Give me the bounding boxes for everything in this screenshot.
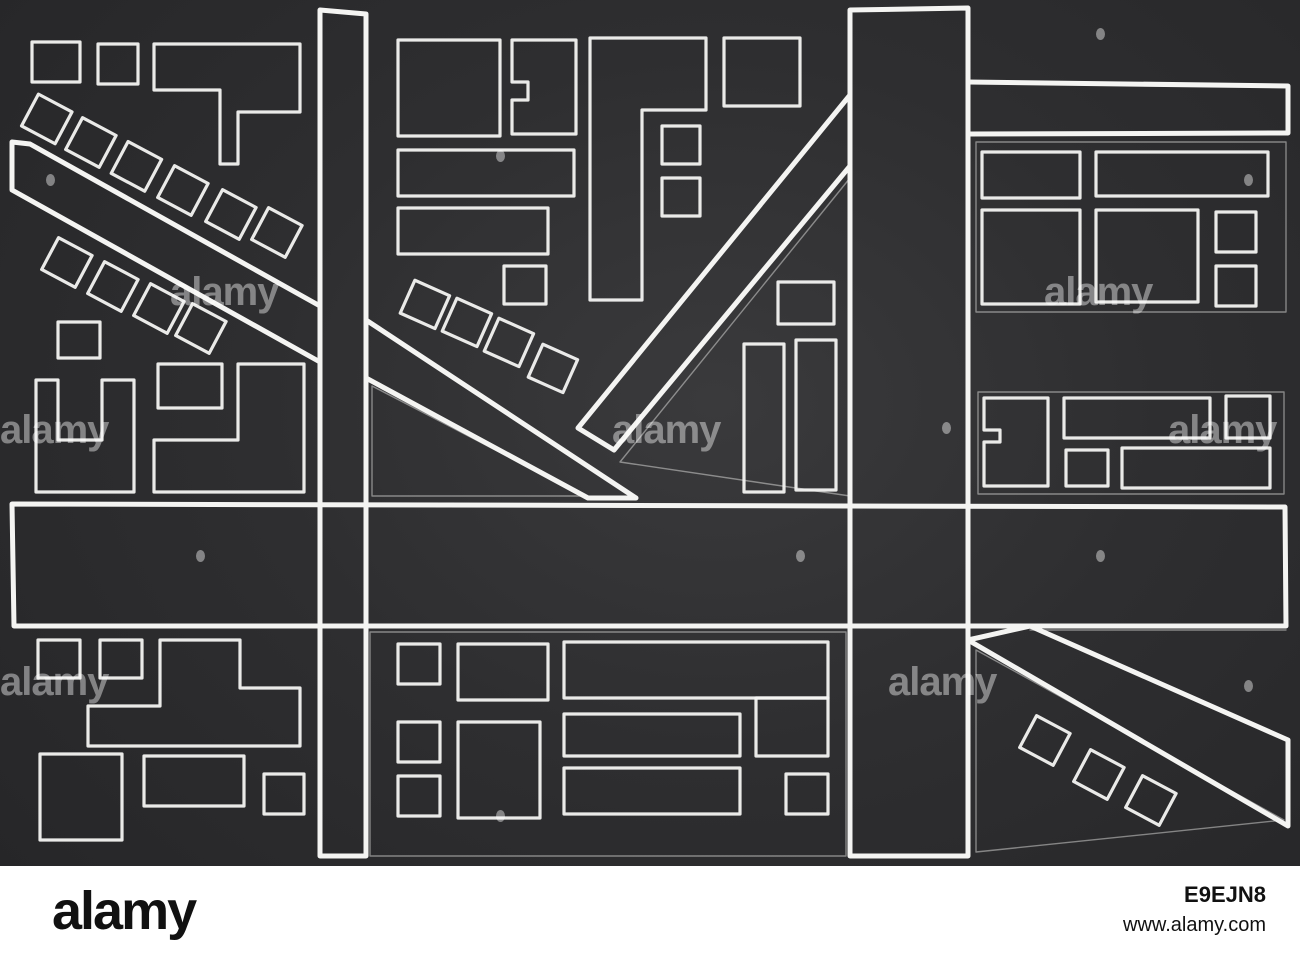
- watermark-dot: [496, 150, 505, 162]
- watermark-dot: [46, 174, 55, 186]
- image-id: E9EJN8: [1184, 882, 1266, 907]
- upper-left-diagonal-road: [9, 139, 323, 365]
- right-vertical-road: [847, 5, 971, 859]
- watermark-dot: [196, 550, 205, 562]
- street-map: [9, 5, 1291, 859]
- watermark-dot: [1244, 174, 1253, 186]
- watermark: alamy: [0, 660, 109, 704]
- buildings: [19, 36, 1272, 842]
- roads: [9, 5, 1291, 859]
- watermark: alamy: [1168, 408, 1277, 452]
- watermark: alamy: [0, 408, 109, 452]
- site-url: www.alamy.com: [1123, 914, 1266, 936]
- watermark: alamy: [1044, 270, 1153, 314]
- center-diagonal-road-left: [363, 317, 639, 501]
- watermark-dot: [496, 810, 505, 822]
- watermark-dot: [1096, 28, 1105, 40]
- watermark-dot: [942, 422, 951, 434]
- block-outlines: [369, 141, 1287, 857]
- watermark-dot: [796, 550, 805, 562]
- left-vertical-road: [317, 7, 369, 859]
- watermark: alamy: [170, 270, 279, 314]
- main-horizontal-road: [9, 501, 1289, 629]
- watermark: alamy: [612, 408, 721, 452]
- alamy-logo: alamy: [52, 881, 197, 941]
- upper-right-street: [965, 79, 1291, 137]
- watermark-dot: [1096, 550, 1105, 562]
- lower-right-diagonal-road: [965, 623, 1291, 829]
- footer-bar: alamy E9EJN8 www.alamy.com: [0, 866, 1300, 956]
- center-diagonal-road-right: [575, 92, 853, 453]
- watermark-dot: [1244, 680, 1253, 692]
- watermark: alamy: [888, 660, 997, 704]
